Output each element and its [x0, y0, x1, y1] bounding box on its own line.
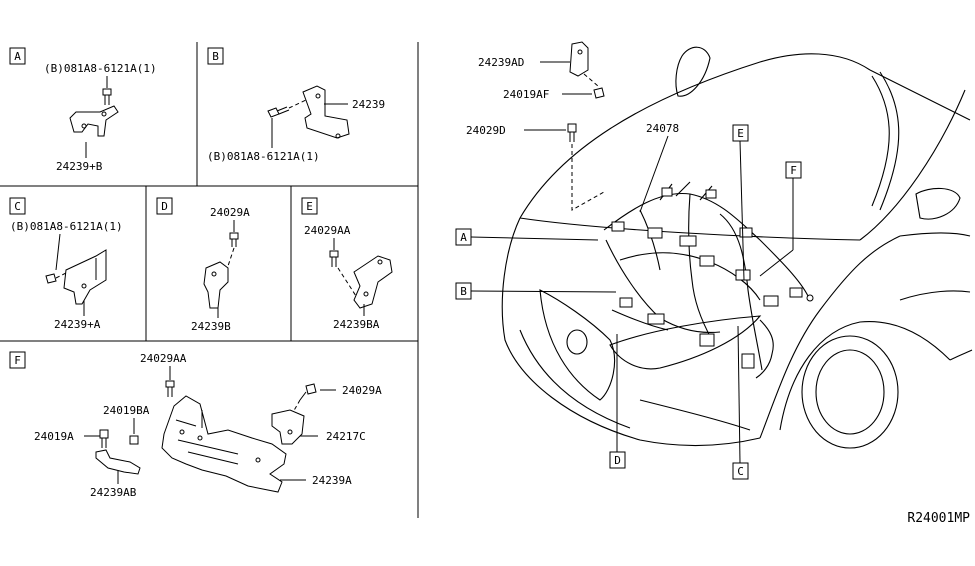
main-part-labels: 24239AD 24019AF 24029D 24078 [466, 41, 679, 213]
panel-c: C (B)081A8-6121A(1) 24239+A [9, 197, 123, 331]
bolt-icon [229, 232, 239, 247]
panel-f-part-6: 24217C [326, 430, 366, 443]
bracket-icon [271, 409, 305, 445]
bolt-icon [165, 380, 175, 397]
panel-f-part-2: 24019BA [103, 404, 150, 417]
bolt-icon [299, 383, 317, 401]
callout-c: C [737, 465, 744, 478]
bracket-icon [69, 105, 119, 137]
bolt-icon [329, 250, 339, 267]
panel-e-bolt-part: 24029AA [304, 224, 351, 237]
panel-f: F 24029AA 24019BA 24019A 24239AB [9, 351, 382, 499]
panel-c-bracket-part: 24239+A [54, 318, 101, 331]
panel-b-bolt-part: (B)081A8-6121A(1) [207, 150, 320, 163]
bracket-icon [63, 249, 107, 305]
main-part-4: 24078 [646, 122, 679, 135]
panel-b-bracket-part: 24239 [352, 98, 385, 111]
panel-f-letter: F [14, 354, 21, 367]
diagram-code: R24001MP [907, 511, 970, 526]
nut-icon [129, 435, 139, 445]
panel-a-bracket-part: 24239+B [56, 160, 103, 173]
panel-f-part-7: 24239A [312, 474, 352, 487]
main-callouts: A B D E F C [455, 124, 802, 480]
panel-f-part-3: 24019A [34, 430, 74, 443]
callout-b: B [460, 285, 467, 298]
bracket-icon [203, 261, 229, 309]
panel-d: D 24029A 24239B [156, 197, 250, 333]
bolt-icon [45, 273, 57, 284]
callout-a: A [460, 231, 467, 244]
bracket-icon [353, 255, 393, 309]
bolt-icon [593, 87, 605, 99]
panel-b-letter: B [212, 50, 219, 63]
panel-a: A (B)081A8-6121A(1) 24239+B [9, 47, 157, 173]
panel-f-part-5: 24029A [342, 384, 382, 397]
panel-f-part-4: 24239AB [90, 486, 137, 499]
car-front-illustration [501, 46, 973, 449]
panel-d-bracket-part: 24239B [191, 320, 231, 333]
engine-harness-illustration [603, 181, 814, 379]
bolt-icon [102, 88, 112, 105]
callout-d: D [614, 454, 621, 467]
panel-e: E 24029AA 24239BA [301, 197, 393, 331]
panel-a-letter: A [14, 50, 21, 63]
panel-c-letter: C [14, 200, 21, 213]
main-part-1: 24239AD [478, 56, 524, 69]
panel-c-bolt-part: (B)081A8-6121A(1) [10, 220, 123, 233]
panel-e-letter: E [306, 200, 313, 213]
panel-f-part-1: 24029AA [140, 352, 187, 365]
callout-e: E [737, 127, 744, 140]
panel-d-bolt-part: 24029A [210, 206, 250, 219]
callout-f: F [790, 164, 797, 177]
bolt-icon [99, 429, 109, 448]
bolt-icon [267, 106, 290, 118]
bracket-icon [95, 449, 141, 475]
bracket-icon [302, 85, 350, 139]
panel-d-letter: D [161, 200, 168, 213]
main-part-2: 24019AF [503, 88, 549, 101]
bracket-icon [569, 41, 589, 77]
panel-a-bolt-part: (B)081A8-6121A(1) [44, 62, 157, 75]
harness-protector-icon [161, 395, 287, 493]
panel-grid [0, 42, 419, 518]
panel-e-bracket-part: 24239BA [333, 318, 380, 331]
panel-b: B 24239 (B)081A8-6121A(1) [207, 47, 385, 163]
main-part-3: 24029D [466, 124, 506, 137]
bolt-icon [567, 123, 577, 142]
